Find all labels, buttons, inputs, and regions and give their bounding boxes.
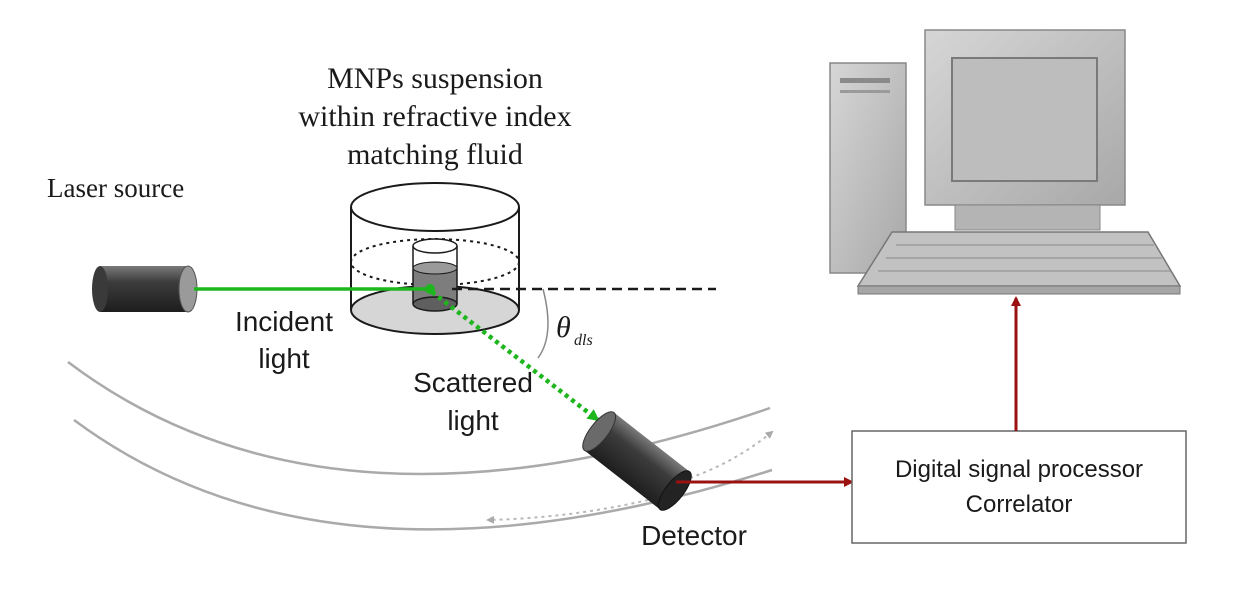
sample-label-line1: MNPs suspension [327, 62, 543, 95]
dsp-label-line1: Digital signal processor [895, 456, 1143, 483]
sample-label-line2: within refractive index [298, 100, 571, 133]
cylinder-laser-icon [92, 265, 198, 313]
dsp-box [851, 430, 1187, 544]
theta-subscript: dls [574, 332, 593, 349]
incident-label-line2: light [258, 343, 310, 374]
scattered-label-line1: Scattered [413, 367, 533, 398]
dsp-label-line2: Correlator [966, 491, 1073, 518]
angle-arc [537, 288, 549, 359]
laser-source-label: Laser source [47, 173, 184, 203]
desktop-computer-icon [829, 29, 1182, 295]
detector-label: Detector [641, 520, 747, 551]
theta-symbol: θ [556, 311, 571, 344]
scattered-beam [430, 290, 600, 422]
rotation-arrow-right [689, 430, 774, 479]
rotation-arrow-left [486, 499, 649, 524]
incident-label-line1: Incident [235, 306, 333, 337]
sample-label-line3: matching fluid [347, 138, 523, 171]
cylinder-detector-icon [582, 411, 692, 511]
scattered-label-line2: light [447, 405, 499, 436]
sample-cell [350, 182, 520, 335]
